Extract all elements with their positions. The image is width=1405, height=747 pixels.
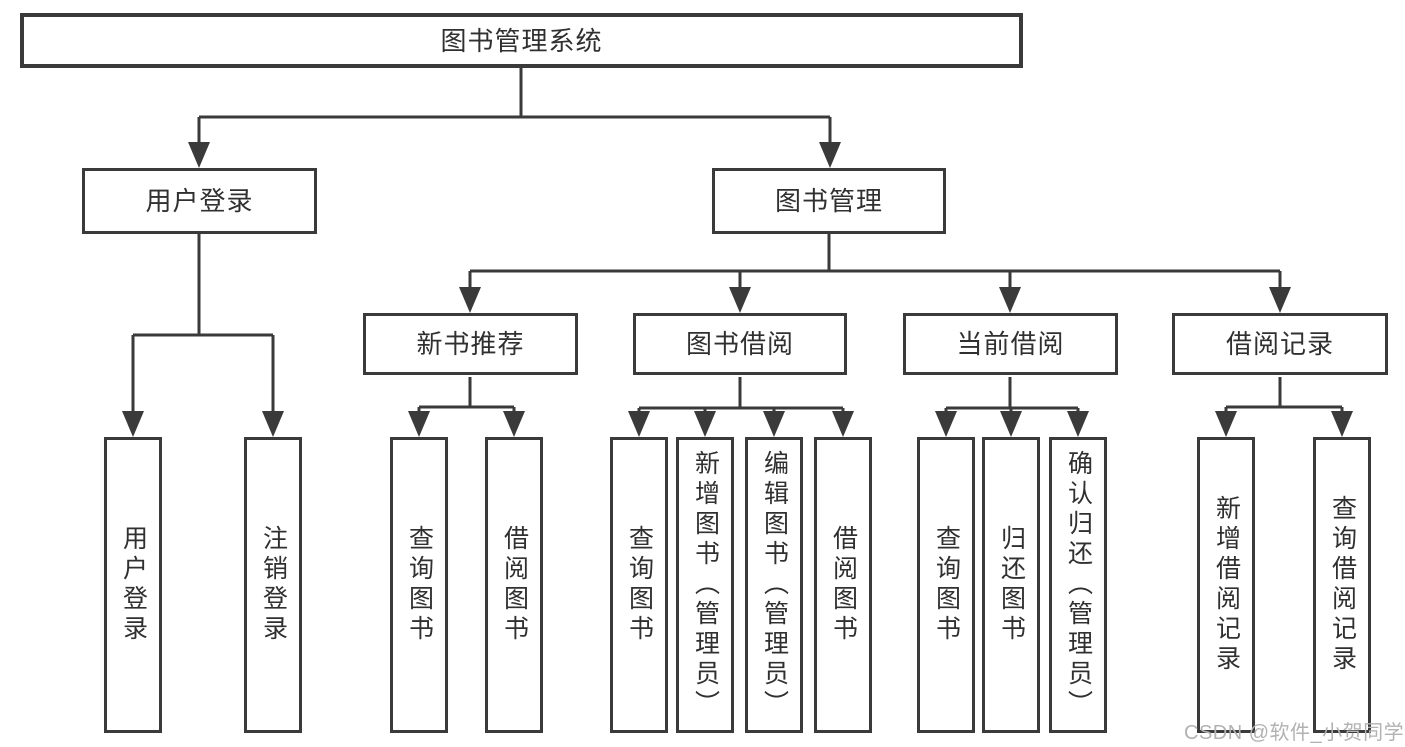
node-label: 用户登录 [145,186,254,216]
node-borrowing-records: 借阅记录 [1172,313,1388,375]
node-label: 查询图书 [932,525,961,645]
node-current-borrowing: 当前借阅 [903,313,1118,375]
node-label: 图书管理 [774,186,883,216]
leaf-user-login: 用户登录 [104,437,162,733]
node-label: 图书管理系统 [440,25,603,56]
node-label: 借阅图书 [500,525,529,645]
leaf-logout: 注销登录 [244,437,302,733]
node-label: 注销登录 [259,525,288,645]
arrowheads [122,142,1353,437]
node-label: 新增图书（管理员） [691,450,720,720]
leaf-query-borrow-record: 查询借阅记录 [1313,437,1371,733]
node-label: 借阅图书 [829,525,858,645]
node-new-book-recommend: 新书推荐 [363,313,578,375]
node-label: 编辑图书（管理员） [760,450,789,720]
leaf-borrow-books-borrowing: 借阅图书 [814,437,872,733]
leaf-query-books-recommend: 查询图书 [390,437,448,733]
node-label: 归还图书 [997,525,1026,645]
node-label: 当前借阅 [956,329,1065,359]
node-book-borrowing: 图书借阅 [633,313,847,375]
leaf-confirm-return-admin: 确认归还（管理员） [1049,437,1107,733]
leaf-add-book-admin: 新增图书（管理员） [676,437,734,733]
node-label: 确认归还（管理员） [1064,450,1093,720]
node-label: 查询借阅记录 [1328,495,1357,675]
node-book-management: 图书管理 [712,168,946,234]
node-label: 新书推荐 [416,329,525,359]
node-user-login: 用户登录 [82,168,317,234]
node-label: 用户登录 [119,525,148,645]
leaf-return-book: 归还图书 [982,437,1040,733]
node-root-library-system: 图书管理系统 [20,13,1023,68]
leaf-query-books-borrowing: 查询图书 [610,437,668,733]
node-label: 查询图书 [405,525,434,645]
node-label: 新增借阅记录 [1212,495,1241,675]
csdn-watermark: CSDN @软件_小贺同学 [1184,722,1405,744]
node-label: 查询图书 [625,525,654,645]
leaf-edit-book-admin: 编辑图书（管理员） [745,437,803,733]
node-label: 借阅记录 [1225,329,1334,359]
leaf-add-borrow-record: 新增借阅记录 [1197,437,1255,733]
node-label: 图书借阅 [685,329,794,359]
leaf-query-books-current: 查询图书 [917,437,975,733]
leaf-borrow-books-recommend: 借阅图书 [485,437,543,733]
